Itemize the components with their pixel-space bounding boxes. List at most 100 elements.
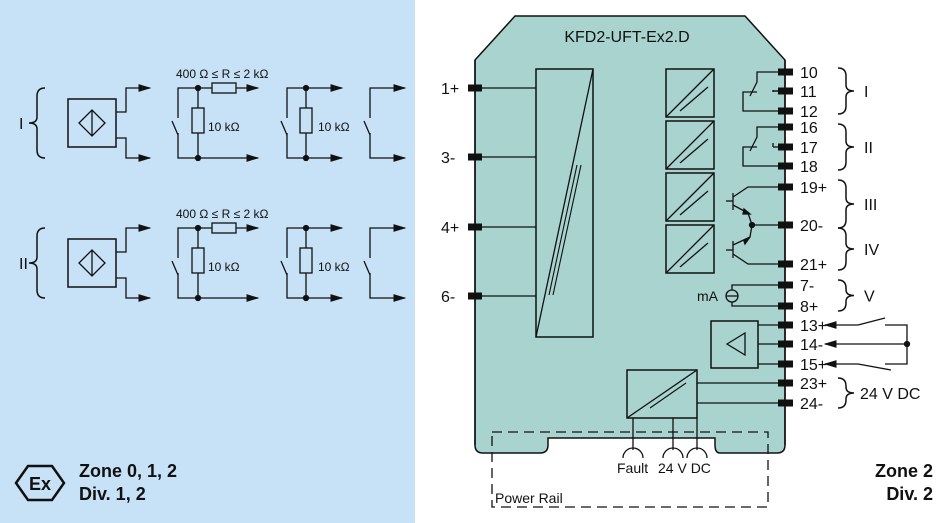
contact-with-resistors	[171, 222, 260, 302]
terminal-label: 17	[800, 140, 818, 157]
terminal-group-II: II	[837, 123, 873, 171]
terminal-pin	[778, 68, 793, 76]
group-brace	[837, 179, 855, 229]
output-terminal-18[interactable]: 18	[778, 159, 818, 176]
dry-contact	[363, 84, 407, 162]
hazardous-zone-label: Zone 0, 1, 2	[79, 461, 177, 481]
terminal-label: 1+	[441, 81, 459, 98]
module-housing	[474, 15, 786, 454]
output-terminal-15+[interactable]: 15+	[778, 357, 827, 374]
output-terminal-19+[interactable]: 19+	[778, 180, 827, 197]
terminal-label: 19+	[800, 180, 827, 197]
hazardous-area-panel	[0, 0, 415, 523]
sensor-channel-1: I 400 Ω ≤ R ≤ 2 kΩ 10 kΩ 10 kΩ	[19, 67, 407, 162]
channel-label: I	[19, 116, 23, 133]
sensor-output-plus	[116, 84, 152, 113]
terminal-pin	[778, 221, 793, 229]
terminal-label: 12	[800, 104, 818, 121]
resistor-range-label: 400 Ω ≤ R ≤ 2 kΩ	[176, 67, 269, 81]
terminal-label: 11	[800, 84, 817, 101]
group-label: IV	[864, 242, 879, 259]
terminal-pin	[778, 123, 793, 131]
terminal-pin	[778, 260, 793, 268]
output-terminal-12[interactable]: 12	[778, 104, 818, 121]
terminal-group-I: I	[837, 67, 868, 115]
group-brace	[837, 279, 855, 312]
terminal-label: 18	[800, 159, 818, 176]
output-terminal-7-[interactable]: 7-	[778, 278, 814, 295]
terminal-pin	[778, 399, 793, 407]
group-label: V	[864, 289, 875, 306]
output-terminal-11[interactable]: 11	[778, 84, 817, 101]
terminal-pin	[778, 162, 793, 170]
terminal-label: 10	[800, 65, 818, 82]
svg-text:Ex: Ex	[29, 474, 51, 494]
relay-contact-2	[742, 126, 785, 167]
supply-connector-icon-2	[686, 447, 708, 459]
sensor-output-plus	[116, 224, 152, 253]
ex-hazard-icon: Ex	[14, 464, 66, 502]
sensor-output-minus	[116, 277, 152, 302]
isolator-1	[665, 68, 715, 118]
parallel-resistor	[191, 247, 205, 274]
resistor-label: 10 kΩ	[208, 260, 240, 274]
resistor-label: 10 kΩ	[318, 260, 350, 274]
terminal-pin	[778, 87, 793, 95]
output-terminal-21+[interactable]: 21+	[778, 257, 827, 274]
terminal-pin	[778, 360, 793, 368]
channel-brace	[28, 87, 46, 159]
terminal-label: 20-	[800, 218, 823, 235]
output-terminal-20-[interactable]: 20-	[778, 218, 823, 235]
terminal-group-IV: IV	[837, 227, 879, 271]
terminal-label: 3-	[441, 150, 455, 167]
resistor-label: 10 kΩ	[208, 120, 240, 134]
output-terminal-16[interactable]: 16	[778, 120, 818, 137]
sensor-channel-2: II 400 Ω ≤ R ≤ 2 kΩ 10 kΩ 10 kΩ	[19, 207, 407, 302]
isolator-3	[665, 172, 715, 222]
series-resistor	[211, 222, 237, 234]
dry-contact	[363, 224, 407, 302]
sensor-output-minus	[116, 137, 152, 162]
terminal-pin	[778, 281, 793, 289]
power-supply-block	[626, 369, 698, 419]
power-rail-outline	[491, 431, 769, 508]
external-switches	[823, 317, 911, 371]
terminal-pin	[778, 340, 793, 348]
terminal-pin	[778, 183, 793, 191]
group-label: II	[864, 140, 873, 157]
supply-group	[837, 377, 855, 409]
parallel-resistor	[191, 107, 205, 134]
output-terminal-17[interactable]: 17	[778, 140, 818, 157]
output-terminal-23+[interactable]: 23+	[778, 376, 827, 393]
hazardous-div-label: Div. 1, 2	[79, 484, 146, 504]
contact-with-resistors	[171, 82, 260, 162]
group-label: I	[864, 84, 868, 101]
contact-with-parallel-resistor	[280, 84, 344, 162]
output-terminal-24-[interactable]: 24-	[778, 396, 823, 413]
relay-contact-1	[742, 71, 785, 112]
resistor-label: 10 kΩ	[318, 120, 350, 134]
group-label: III	[864, 197, 877, 214]
terminal-label: 24-	[800, 396, 823, 413]
contact-with-parallel-resistor	[280, 224, 344, 302]
proximity-sensor-box	[67, 98, 117, 148]
current-output-icon	[725, 284, 785, 307]
buffer-icon	[725, 331, 746, 357]
output-terminal-10[interactable]: 10	[778, 65, 818, 82]
supply-connector-icon	[662, 447, 684, 459]
terminal-label: 14-	[800, 337, 823, 354]
terminal-pin	[778, 379, 793, 387]
supply-bottom-label: 24 V DC	[658, 460, 711, 476]
terminal-label: 21+	[800, 257, 827, 274]
channel-label: II	[19, 256, 28, 273]
output-terminal-14-[interactable]: 14-	[778, 337, 823, 354]
terminal-group-III: III	[837, 179, 877, 229]
resistor-range-label: 400 Ω ≤ R ≤ 2 kΩ	[176, 207, 269, 221]
fault-label: Fault	[617, 460, 648, 476]
supply-brace	[837, 377, 855, 409]
output-terminal-13+[interactable]: 13+	[778, 318, 827, 335]
terminal-label: 13+	[800, 318, 827, 335]
output-terminal-8+[interactable]: 8+	[778, 299, 818, 316]
proximity-sensor-box	[67, 238, 117, 288]
